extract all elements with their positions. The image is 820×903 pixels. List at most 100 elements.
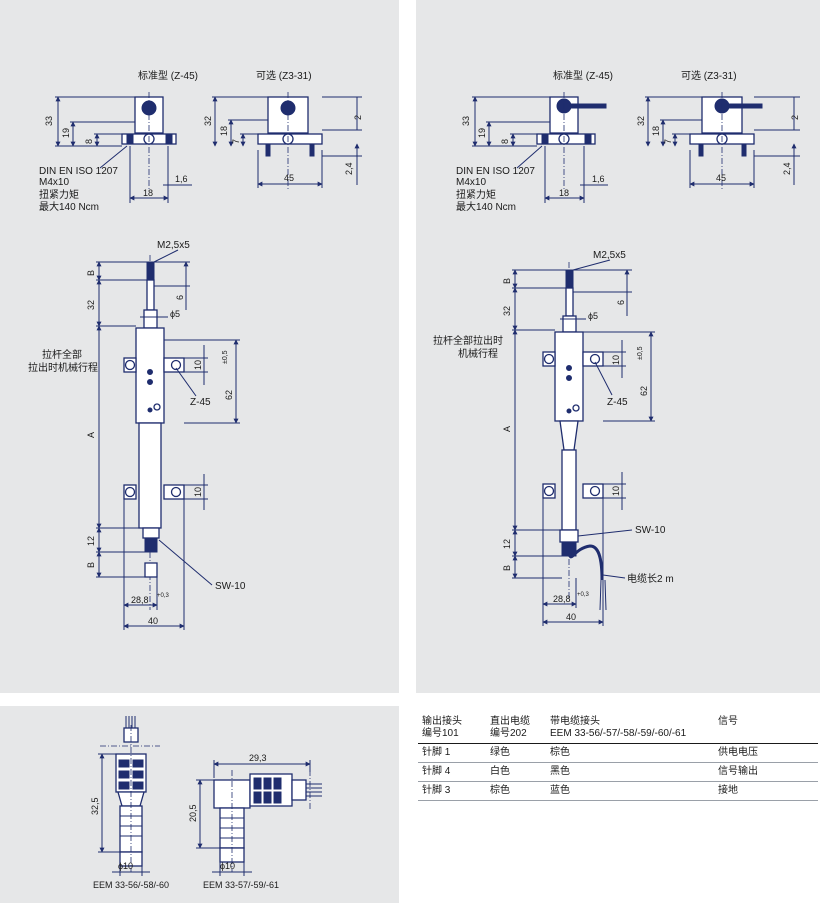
- stroke-label-2-right: 机械行程: [458, 347, 498, 360]
- title-standard-right: 标准型 (Z-45): [553, 69, 613, 82]
- phi10-straight: ϕ10: [118, 861, 133, 871]
- stroke-label-2: 拉出时机械行程: [28, 361, 98, 374]
- torque-max: 最大140 Ncm: [39, 200, 99, 213]
- dim-7: 7: [231, 139, 241, 144]
- m25-label-right: M2,5x5: [593, 250, 626, 261]
- sensor-right-dims: M2,5x5 B 6 32 ϕ5 拉杆全部拉出时 机械行程 62 ±0,5 10…: [433, 250, 674, 626]
- dim-B-top: B: [86, 270, 96, 276]
- phi5-label: ϕ5: [170, 309, 180, 319]
- dim-2: 2: [353, 115, 363, 120]
- pin-assignment-table: 输出接头 编号101 直出电缆 编号202 带电缆接头 EEM 33-56/-5…: [418, 713, 818, 801]
- header-output-connector: 输出接头 编号101: [422, 716, 462, 740]
- dim-19: 19: [61, 128, 71, 138]
- dim-18-right: 18: [559, 188, 569, 198]
- table-row: 针脚 3 棕色 蓝色 接地: [418, 782, 818, 801]
- dim-33: 33: [44, 116, 54, 126]
- clamp-z45-right-drawing: [536, 92, 607, 190]
- din-standard: DIN EN ISO 1207: [39, 166, 118, 177]
- dim-32-right: 32: [636, 116, 646, 126]
- dim-6: 6: [175, 295, 185, 300]
- title-standard: 标准型 (Z-45): [138, 69, 198, 82]
- dim-32: 32: [203, 116, 213, 126]
- sensor-right-drawing: [542, 262, 607, 611]
- clamp-views-right: 标准型 (Z-45) 可选 (Z3-31) 33 19 8 18 1,6 DIN…: [456, 69, 800, 213]
- header-text: 编号202: [490, 728, 527, 739]
- cell-direct-color: 棕色: [490, 785, 510, 796]
- tol-05: ±0,5: [222, 350, 229, 364]
- dim-12: 12: [86, 536, 96, 546]
- sensor-left-dims: M2,5x5 B 6 32 ϕ5 拉杆全部 拉出时机械行程 62 ±0,5 10…: [28, 240, 246, 630]
- label-straight-connector: EEM 33-56/-58/-60: [93, 880, 169, 890]
- clamp-z3-31-drawing: [257, 92, 323, 190]
- dim-8: 8: [84, 139, 94, 144]
- cell-signal: 信号输出: [718, 766, 758, 777]
- cell-direct-color: 白色: [490, 766, 510, 777]
- cell-signal: 供电电压: [718, 747, 758, 758]
- cable-length-label: 电缆长2 m: [627, 572, 674, 585]
- dim-18-opt-right: 18: [651, 126, 661, 136]
- sensor-left-drawing: [123, 255, 185, 610]
- dim-28-8: 28,8: [131, 595, 149, 605]
- cell-cable-color: 黑色: [550, 766, 570, 777]
- stroke-label-1-right: 拉杆全部拉出时: [433, 334, 503, 347]
- z45-label-right: Z-45: [607, 397, 628, 408]
- dim-1-6-right: 1,6: [592, 174, 605, 184]
- torque-label: 扭紧力矩: [39, 188, 79, 201]
- dim-29-3: 29,3: [249, 753, 267, 763]
- dim-10-lower-right: 10: [611, 486, 621, 496]
- table-row: 针脚 4 白色 黑色 信号输出: [418, 763, 818, 782]
- dim-6-right: 6: [616, 300, 626, 305]
- dim-2-4-right: 2,4: [782, 162, 792, 175]
- dim-2-4: 2,4: [344, 162, 354, 175]
- clamp-views-left: 标准型 (Z-45) 可选 (Z3-31) 33 19 8 18 1,6 DIN…: [39, 69, 363, 213]
- label-angled-connector: EEM 33-57/-59/-61: [203, 880, 279, 890]
- dim-32-sensor: 32: [86, 300, 96, 310]
- tol-03-right: +0,3: [577, 592, 590, 598]
- header-text: 输出接头: [422, 716, 462, 727]
- header-text: 编号101: [422, 728, 459, 739]
- dim-33-right: 33: [461, 116, 471, 126]
- table-header-row: 输出接头 编号101 直出电缆 编号202 带电缆接头 EEM 33-56/-5…: [418, 713, 818, 744]
- dim-12-right: 12: [502, 539, 512, 549]
- dim-32-sensor-right: 32: [502, 306, 512, 316]
- cell-pin: 针脚 3: [422, 785, 451, 796]
- dim-18-opt: 18: [219, 126, 229, 136]
- dim-62-right: 62: [639, 386, 649, 396]
- dim-7-right: 7: [663, 139, 673, 144]
- dim-10-lower: 10: [193, 487, 203, 497]
- m25-label: M2,5x5: [157, 240, 190, 251]
- dim-10-right: 10: [611, 355, 621, 365]
- dim-45: 45: [284, 173, 294, 183]
- sw10-label: SW-10: [215, 581, 246, 592]
- header-text: 带电缆接头: [550, 716, 600, 727]
- cell-pin: 针脚 1: [422, 747, 451, 758]
- screw-spec: M4x10: [39, 177, 69, 188]
- dim-45-right: 45: [716, 173, 726, 183]
- title-optional-right: 可选 (Z3-31): [681, 69, 737, 82]
- torque-label-right: 扭紧力矩: [456, 188, 496, 201]
- dim-B-bottom: B: [86, 562, 96, 568]
- dim-A: A: [86, 432, 96, 438]
- header-text: 信号: [718, 716, 738, 727]
- dim-40: 40: [148, 616, 158, 626]
- connector-straight-drawing: [100, 716, 160, 872]
- cell-pin: 针脚 4: [422, 766, 451, 777]
- dim-1-6: 1,6: [175, 174, 188, 184]
- z45-label: Z-45: [190, 397, 211, 408]
- dim-B-bottom-right: B: [502, 565, 512, 571]
- dim-18: 18: [143, 188, 153, 198]
- dim-10: 10: [193, 360, 203, 370]
- din-standard-right: DIN EN ISO 1207: [456, 166, 535, 177]
- title-optional: 可选 (Z3-31): [256, 69, 312, 82]
- tol-05-right: ±0,5: [637, 346, 644, 360]
- dim-B-top-right: B: [502, 278, 512, 284]
- sw10-label-right: SW-10: [635, 525, 666, 536]
- dim-8-right: 8: [500, 139, 510, 144]
- tol-03: +0,3: [157, 593, 170, 599]
- header-direct-cable: 直出电缆 编号202: [490, 716, 530, 740]
- phi5-label-right: ϕ5: [588, 311, 598, 321]
- torque-max-right: 最大140 Ncm: [456, 200, 516, 213]
- dim-32-5: 32,5: [90, 797, 100, 815]
- phi10-angled: ϕ10: [220, 861, 235, 871]
